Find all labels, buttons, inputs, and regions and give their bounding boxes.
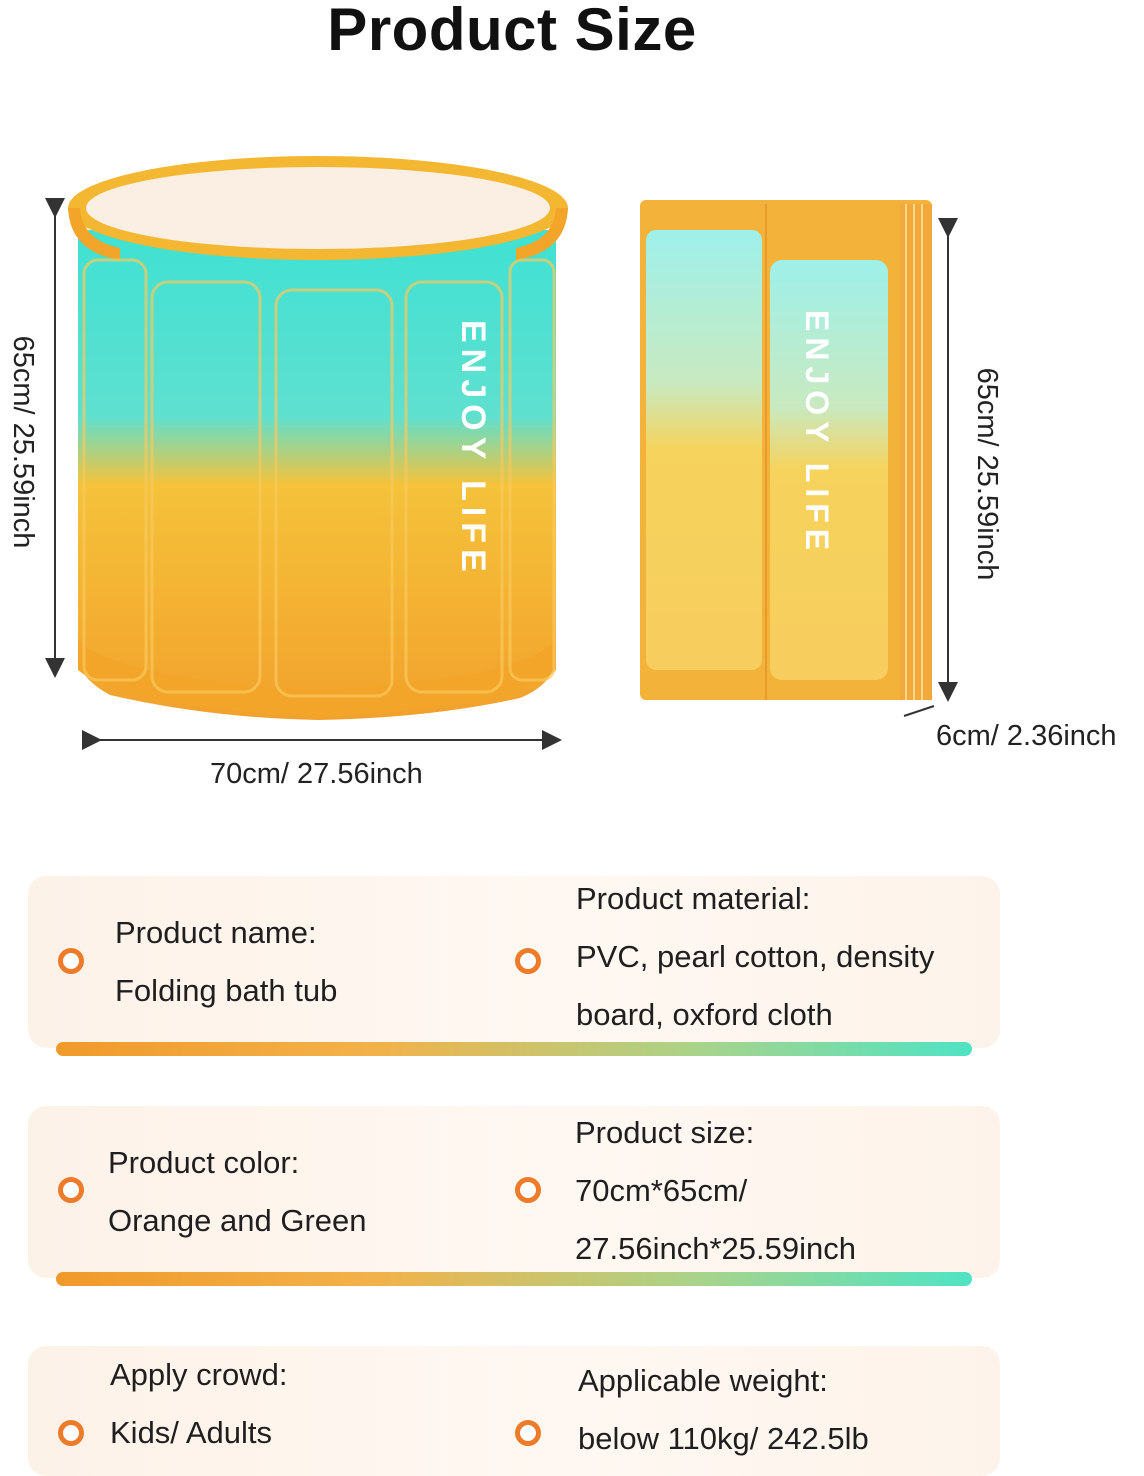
product-size-label: Product size: (575, 1115, 755, 1150)
product-name-label: Product name: (115, 915, 317, 950)
product-figure: ENJOY LIFE ENJOY LIFE 65cm/ 25.59inch 70… (0, 120, 1144, 820)
apply-crowd-value: Kids/ Adults (110, 1415, 272, 1450)
product-material-value-line1: PVC, pearl cotton, density (576, 939, 935, 974)
bullet-icon (58, 948, 84, 974)
page-title: Product Size (327, 0, 697, 63)
folded-height-label: 65cm/ 25.59inch (971, 367, 1003, 581)
open-height-label: 65cm/ 25.59inch (7, 335, 39, 549)
product-color-value: Orange and Green (108, 1203, 367, 1238)
bullet-icon (515, 1420, 541, 1446)
gradient-divider (56, 1042, 972, 1056)
product-material-label: Product material: (576, 881, 811, 916)
bullet-icon (58, 1177, 84, 1203)
product-name-value: Folding bath tub (115, 973, 338, 1008)
applicable-weight-value: below 110kg/ 242.5lb (578, 1421, 869, 1456)
applicable-weight-label: Applicable weight: (578, 1363, 828, 1398)
spec-card-name-material (28, 876, 1000, 1048)
bullet-icon (515, 948, 541, 974)
product-color-label: Product color: (108, 1145, 300, 1180)
folded-depth-arrow (903, 705, 935, 717)
apply-crowd-label: Apply crowd: (110, 1357, 288, 1392)
bathtub-illustration: ENJOY LIFE ENJOY LIFE (45, 156, 958, 750)
bullet-icon (58, 1420, 84, 1446)
spec-card-crowd-weight (28, 1346, 1000, 1476)
product-size-value-line1: 70cm*65cm/ (575, 1173, 748, 1208)
open-width-label: 70cm/ 27.56inch (210, 758, 423, 790)
enjoy-life-print: ENJOY LIFE (454, 320, 492, 578)
open-tub: ENJOY LIFE (68, 156, 568, 720)
bullet-icon (515, 1177, 541, 1203)
product-size-value-line2: 27.56inch*25.59inch (575, 1231, 856, 1266)
folded-depth-label: 6cm/ 2.36inch (936, 720, 1117, 752)
folded-tub: ENJOY LIFE (640, 200, 932, 700)
product-material-value-line2: board, oxford cloth (576, 997, 833, 1032)
enjoy-life-print-folded: ENJOY LIFE (799, 310, 835, 556)
spec-card-color-size (28, 1106, 1000, 1278)
gradient-divider (56, 1272, 972, 1286)
